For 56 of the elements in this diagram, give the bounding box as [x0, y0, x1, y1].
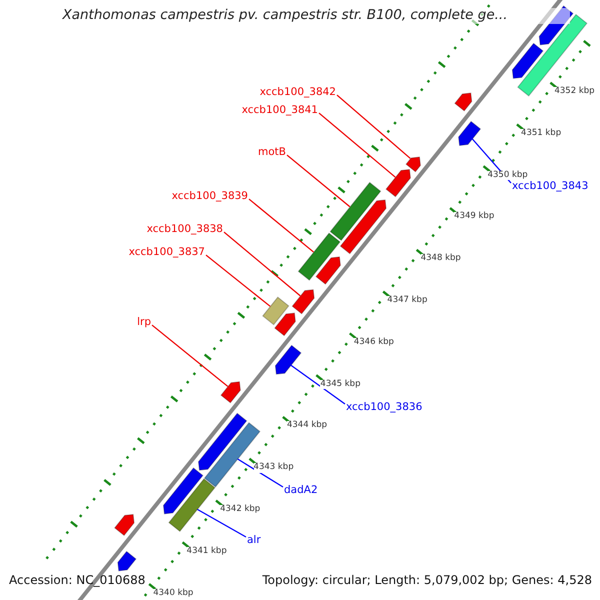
gene-label: xccb100_3837 [128, 246, 205, 258]
scale-label: 4344 kbp [286, 421, 328, 432]
leader-line [286, 154, 350, 208]
scale-label: 4343 kbp [254, 463, 294, 473]
scale-label: 4342 kbp [220, 504, 260, 515]
gene-label: motB [258, 146, 286, 158]
leader-line [318, 112, 396, 178]
gene-block [340, 199, 387, 254]
gene-block [458, 120, 482, 146]
gene-label: dadA2 [284, 484, 318, 496]
scale-label: 4340 kbp [153, 588, 194, 598]
gene-label: xccb100_3836 [346, 401, 422, 414]
leader-line [152, 324, 228, 387]
gene-block [385, 168, 411, 198]
gene-bar [330, 182, 382, 242]
gene-block [538, 5, 574, 46]
gene-block [512, 42, 544, 79]
scale-label: 4345 kbp [320, 380, 360, 390]
leader-line [206, 254, 271, 307]
gene-label: xccb100_3839 [172, 190, 248, 202]
gene-label: alr [247, 534, 261, 546]
scale-label: 4351 kbp [521, 128, 562, 139]
gene-label: xccb100_3838 [146, 223, 223, 236]
gene-bar [168, 478, 216, 532]
scale-label: 4346 kbp [354, 338, 394, 348]
gene-block [198, 412, 248, 471]
gene-block [292, 289, 315, 314]
accession-label: Accession: NC_010688 [9, 574, 146, 588]
gene-block [114, 514, 135, 536]
gene-block [274, 344, 302, 375]
scale-label: 4352 kbp [554, 87, 595, 97]
gene-label: xccb100_3842 [260, 86, 336, 98]
scale-label: 4348 kbp [420, 254, 461, 264]
gene-block [315, 256, 341, 285]
gene-block [405, 156, 421, 172]
leader-line [336, 94, 411, 159]
gene-block [162, 467, 204, 514]
scale-label: 4350 kbp [488, 170, 528, 180]
scale-label: 4341 kbp [186, 546, 227, 557]
leader-line [197, 508, 246, 538]
leader-line [224, 232, 301, 296]
scale-label: 4347 kbp [387, 296, 428, 306]
gene-block [117, 550, 137, 572]
gene-label: lrp [137, 316, 151, 328]
gene-block [274, 312, 296, 336]
gene-bar [298, 232, 341, 281]
leader-line [290, 364, 346, 404]
genome-summary: Topology: circular; Length: 5,079,002 bp; Genes: 4,528 [262, 574, 592, 588]
leader-line [248, 198, 314, 253]
leader-line [237, 458, 284, 488]
gene-block [454, 92, 472, 112]
gene-label: xccb100_3841 [242, 104, 318, 116]
scale-label: 4349 kbp [454, 212, 494, 222]
gene-block [220, 381, 241, 404]
gene-bar [262, 296, 290, 326]
gene-label: xccb100_3843 [512, 180, 588, 192]
